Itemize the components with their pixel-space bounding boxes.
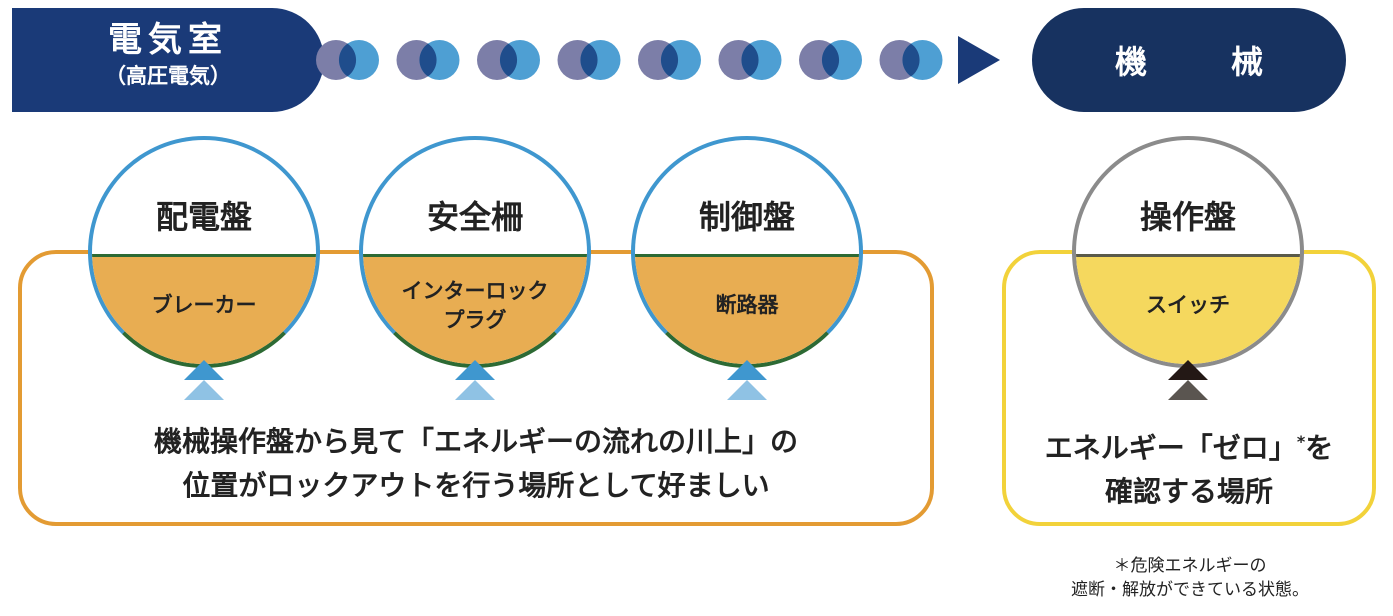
message-line: 確認する場所 xyxy=(1104,475,1273,509)
machine-pill: 機 械 xyxy=(1032,8,1346,112)
circle-title: 操作盤 xyxy=(1139,198,1236,236)
machine-title: 機 械 xyxy=(1114,43,1289,81)
circle-sub-label: インターロック xyxy=(401,279,549,303)
flow-dot-overlap xyxy=(338,43,357,77)
circle-lower-half: 断路器 xyxy=(635,254,859,364)
circle-title: 安全柵 xyxy=(426,198,523,236)
up-arrow-icon xyxy=(727,360,767,400)
circle-title: 制御盤 xyxy=(698,198,795,236)
zero-energy-message: エネルギー「ゼロ」*を 確認する場所 xyxy=(1010,420,1368,514)
circle-safety-fence: 安全柵 インターロック プラグ xyxy=(359,136,591,368)
electric-room-subtitle: （高圧電気） xyxy=(105,64,231,88)
circle-lower-half: インターロック プラグ xyxy=(363,254,587,364)
circle-title: 配電盤 xyxy=(155,198,252,236)
message-line: 位置がロックアウトを行う場所として好ましい xyxy=(182,469,770,502)
electric-room-title: 電気室 xyxy=(108,20,228,60)
up-arrow-icon xyxy=(455,360,495,400)
circle-operation-panel: 操作盤 スイッチ xyxy=(1072,136,1304,368)
flow-dots xyxy=(316,40,943,80)
message-line: 機械操作盤から見て「エネルギーの流れの川上」の xyxy=(153,425,798,458)
circle-distribution-board: 配電盤 ブレーカー xyxy=(88,136,320,368)
electric-room-pill: 電気室 （高圧電気） xyxy=(12,8,324,112)
flow-dot-overlap xyxy=(821,43,840,77)
circle-sub-label: 断路器 xyxy=(715,293,779,317)
footnote: ＊危険エネルギーの 遮断・解放ができている状態。 xyxy=(1020,554,1360,602)
circle-sub-label: スイッチ xyxy=(1146,293,1230,317)
circle-lower-half: スイッチ xyxy=(1076,254,1300,364)
flow-dot-overlap xyxy=(902,43,920,77)
upstream-message: 機械操作盤から見て「エネルギーの流れの川上」の 位置がロックアウトを行う場所とし… xyxy=(40,420,912,508)
up-arrow-icon xyxy=(184,360,224,400)
flow-dot-overlap xyxy=(660,43,679,77)
flow-dot-overlap xyxy=(499,43,518,77)
circle-control-panel: 制御盤 断路器 xyxy=(631,136,863,368)
circle-sub-label: ブレーカー xyxy=(151,293,257,317)
footnote-mark: * xyxy=(1296,432,1306,451)
message-line: エネルギー「ゼロ」*を xyxy=(1044,431,1334,465)
up-arrow-icon xyxy=(1168,360,1208,400)
flow-dot-overlap xyxy=(741,43,759,77)
footnote-line: ＊危険エネルギーの xyxy=(1113,556,1267,576)
energy-flow-indicator xyxy=(316,36,1000,84)
flow-arrow-icon xyxy=(958,36,1000,84)
footnote-line: 遮断・解放ができている状態。 xyxy=(1071,580,1309,600)
circle-sub-label: プラグ xyxy=(443,308,507,332)
flow-dot-overlap xyxy=(419,43,437,77)
circle-lower-half: ブレーカー xyxy=(92,254,316,364)
flow-dot-overlap xyxy=(580,43,598,77)
